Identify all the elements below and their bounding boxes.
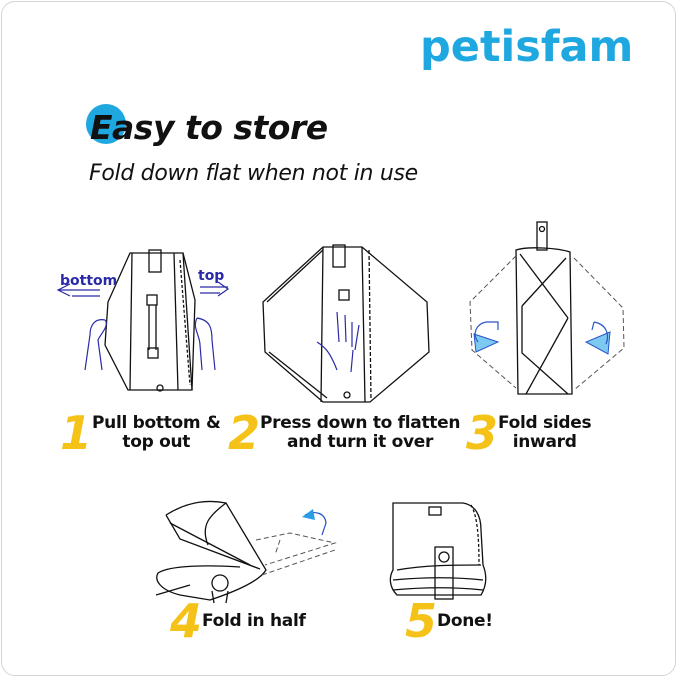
press-flat-illustration bbox=[262, 244, 430, 403]
step-number: 1 bbox=[60, 406, 92, 460]
step-3: 3 Fold sides inward bbox=[466, 406, 592, 460]
step-2: 2 Press down to flatten and turn it over bbox=[228, 410, 460, 456]
fold-sides-illustration bbox=[469, 221, 625, 395]
pull-apart-illustration: bottom top bbox=[56, 249, 230, 392]
fold-half-illustration bbox=[155, 500, 337, 604]
step-5: 5 Done! bbox=[405, 598, 493, 644]
page-title: Easy to store bbox=[90, 108, 328, 147]
step-number: 4 bbox=[170, 594, 202, 648]
page-subtitle: Fold down flat when not in use bbox=[89, 161, 418, 186]
step-number: 5 bbox=[405, 594, 437, 648]
step-number: 3 bbox=[466, 406, 498, 460]
step-label: Fold sides inward bbox=[498, 413, 592, 452]
step-1: 1 Pull bottom & top out bbox=[60, 410, 221, 456]
accent-dot bbox=[86, 104, 126, 144]
folded-done-illustration bbox=[389, 502, 487, 600]
step-label: Pull bottom & top out bbox=[92, 413, 221, 452]
step-number: 2 bbox=[228, 406, 260, 460]
brand-logo: petisfam bbox=[420, 22, 634, 72]
bottom-label: bottom bbox=[60, 273, 117, 289]
step-label: Press down to flatten and turn it over bbox=[260, 413, 461, 452]
top-label: top bbox=[198, 268, 224, 284]
step-label: Fold in half bbox=[202, 611, 306, 631]
step-4: 4 Fold in half bbox=[170, 598, 306, 644]
step-label: Done! bbox=[437, 611, 493, 631]
